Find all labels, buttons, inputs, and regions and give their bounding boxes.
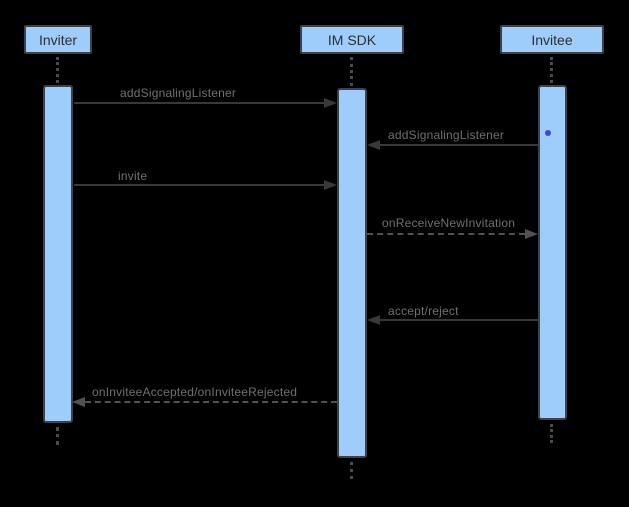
lifeline-top-invitee xyxy=(550,57,553,83)
message-line xyxy=(74,102,324,104)
activation-bar-im-sdk xyxy=(337,88,367,458)
message-label: addSignalingListener xyxy=(120,86,237,100)
message-line xyxy=(367,233,525,235)
participant-label-inviter: Inviter xyxy=(38,31,78,48)
message-line xyxy=(380,144,538,146)
participant-header-inviter: Inviter xyxy=(24,25,92,54)
activation-bar-inviter xyxy=(43,85,73,423)
lifeline-top-inviter xyxy=(56,57,59,83)
message-label: onReceiveNewInvitation xyxy=(382,216,516,230)
lifeline-bottom-inviter xyxy=(56,427,59,445)
arrowhead-right-icon xyxy=(324,98,337,108)
arrowhead-left-icon xyxy=(367,140,380,150)
message-label: invite xyxy=(118,169,148,183)
arrowhead-right-icon xyxy=(324,180,337,190)
message-line xyxy=(85,401,337,403)
lifeline-top-im-sdk xyxy=(350,57,353,86)
participant-header-im-sdk: IM SDK xyxy=(300,25,404,54)
arrowhead-right-icon xyxy=(525,229,538,239)
message-label: addSignalingListener xyxy=(388,128,505,142)
arrowhead-left-icon xyxy=(367,315,380,325)
message-label: onInviteeAccepted/onInviteeRejected xyxy=(92,385,298,399)
lifeline-bottom-invitee xyxy=(550,424,553,443)
message-label: accept/reject xyxy=(388,304,459,318)
participant-label-im-sdk: IM SDK xyxy=(327,31,377,48)
cursor-dot xyxy=(545,130,551,136)
message-line xyxy=(380,319,538,321)
lifeline-bottom-im-sdk xyxy=(350,462,353,479)
activation-bar-invitee xyxy=(538,85,567,420)
participant-label-invitee: Invitee xyxy=(531,31,573,48)
participant-header-invitee: Invitee xyxy=(500,25,604,54)
arrowhead-left-icon xyxy=(72,397,85,407)
message-line xyxy=(74,184,324,186)
